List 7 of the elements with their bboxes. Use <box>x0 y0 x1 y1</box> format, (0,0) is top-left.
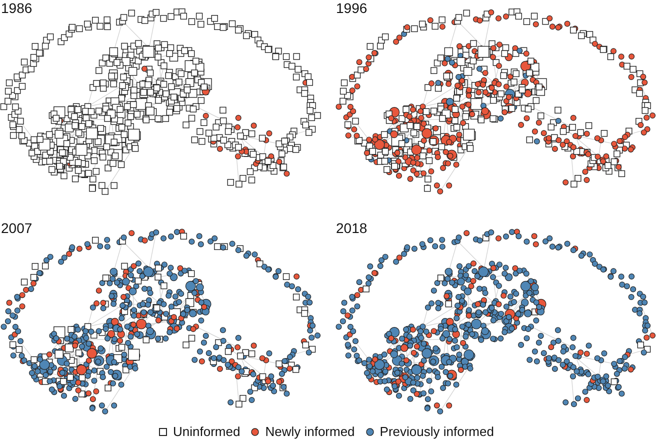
legend-label: Uninformed <box>173 424 240 439</box>
year-label: 1986 <box>1 1 32 15</box>
year-label: 2007 <box>1 221 32 235</box>
legend-label: Previously informed <box>380 424 494 439</box>
year-label: 1996 <box>336 1 368 15</box>
year-label: 2018 <box>336 221 368 235</box>
legend-label: Newly informed <box>265 424 355 439</box>
